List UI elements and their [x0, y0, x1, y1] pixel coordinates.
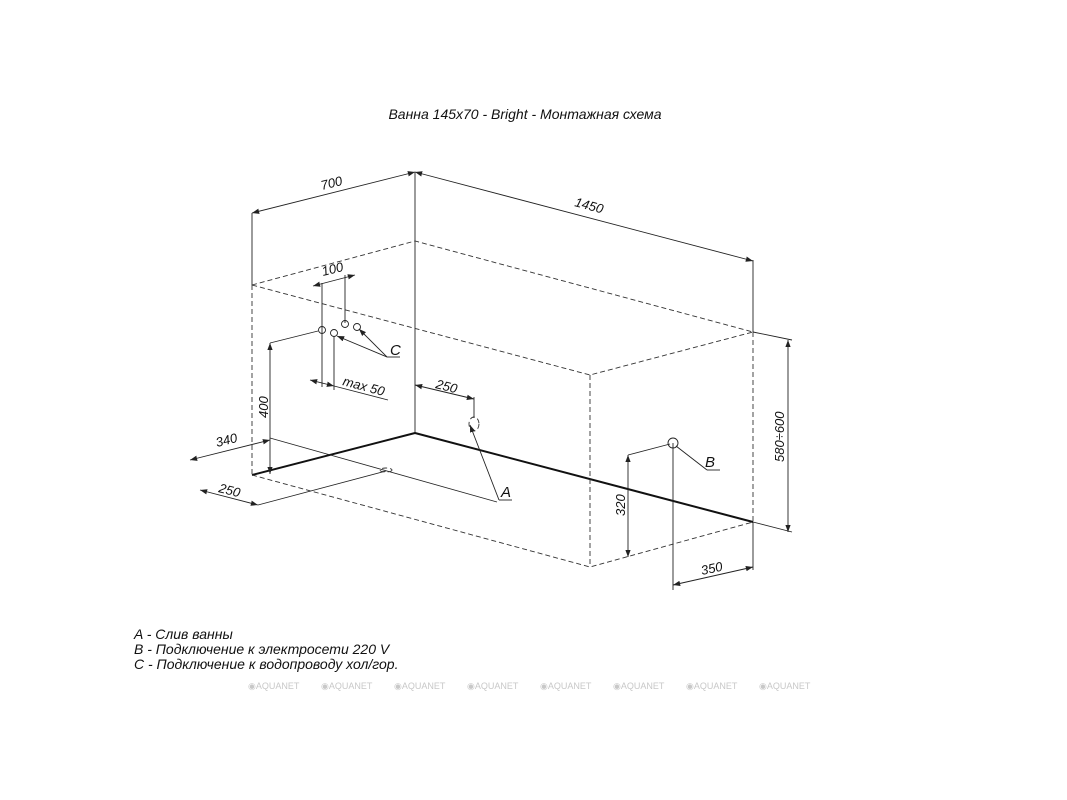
dimension-height: 580÷600: [752, 331, 793, 533]
watermark: ◉AQUANET: [759, 681, 811, 691]
watermark: ◉AQUANET: [248, 681, 300, 691]
legend-item-b: B - Подключение к электросети 220 V: [134, 641, 390, 657]
dimension-c-height-label: 400: [256, 396, 271, 418]
watermark: ◉AQUANET: [321, 681, 373, 691]
dimension-width-label: 700: [319, 173, 344, 193]
marker-a-label: A: [500, 484, 511, 501]
bathtub-outline: [250, 172, 755, 568]
watermark: ◉AQUANET: [394, 681, 446, 691]
watermark-row: ◉AQUANET ◉AQUANET ◉AQUANET ◉AQUANET ◉AQU…: [248, 681, 811, 692]
watermark: ◉AQUANET: [686, 681, 738, 691]
legend: A - Слив ванны B - Подключение к электро…: [134, 627, 398, 672]
page-title: Ванна 145x70 - Bright - Монтажная схема: [388, 106, 662, 122]
marker-b-label: B: [705, 454, 715, 471]
dimension-length: 1450: [414, 171, 754, 332]
dimension-floor-250-label: 250: [216, 480, 242, 500]
watermark: ◉AQUANET: [540, 681, 592, 691]
dimension-length-label: 1450: [573, 194, 606, 216]
watermark: ◉AQUANET: [613, 681, 665, 691]
dimension-b-height-label: 320: [613, 494, 628, 516]
dimension-b-offset-label: 350: [700, 559, 725, 578]
watermark: ◉AQUANET: [467, 681, 519, 691]
marker-c-label: C: [390, 342, 401, 359]
dimension-c-spacing-label: 100: [320, 259, 345, 279]
legend-item-c: C - Подключение к водопроводу хол/гор.: [134, 656, 399, 672]
dimension-drain-offset-label: 250: [433, 376, 459, 396]
dimension-width: 700: [251, 171, 416, 285]
legend-item-a: A - Слив ванны: [134, 626, 233, 642]
dimension-floor-340-label: 340: [214, 430, 239, 450]
marker-b-electric: 320 B 350: [613, 437, 754, 590]
marker-a-drain: 250 A 340 250: [189, 376, 512, 506]
dimension-height-label: 580÷600: [772, 411, 787, 462]
dimension-c-offset-label: max 50: [341, 373, 387, 399]
